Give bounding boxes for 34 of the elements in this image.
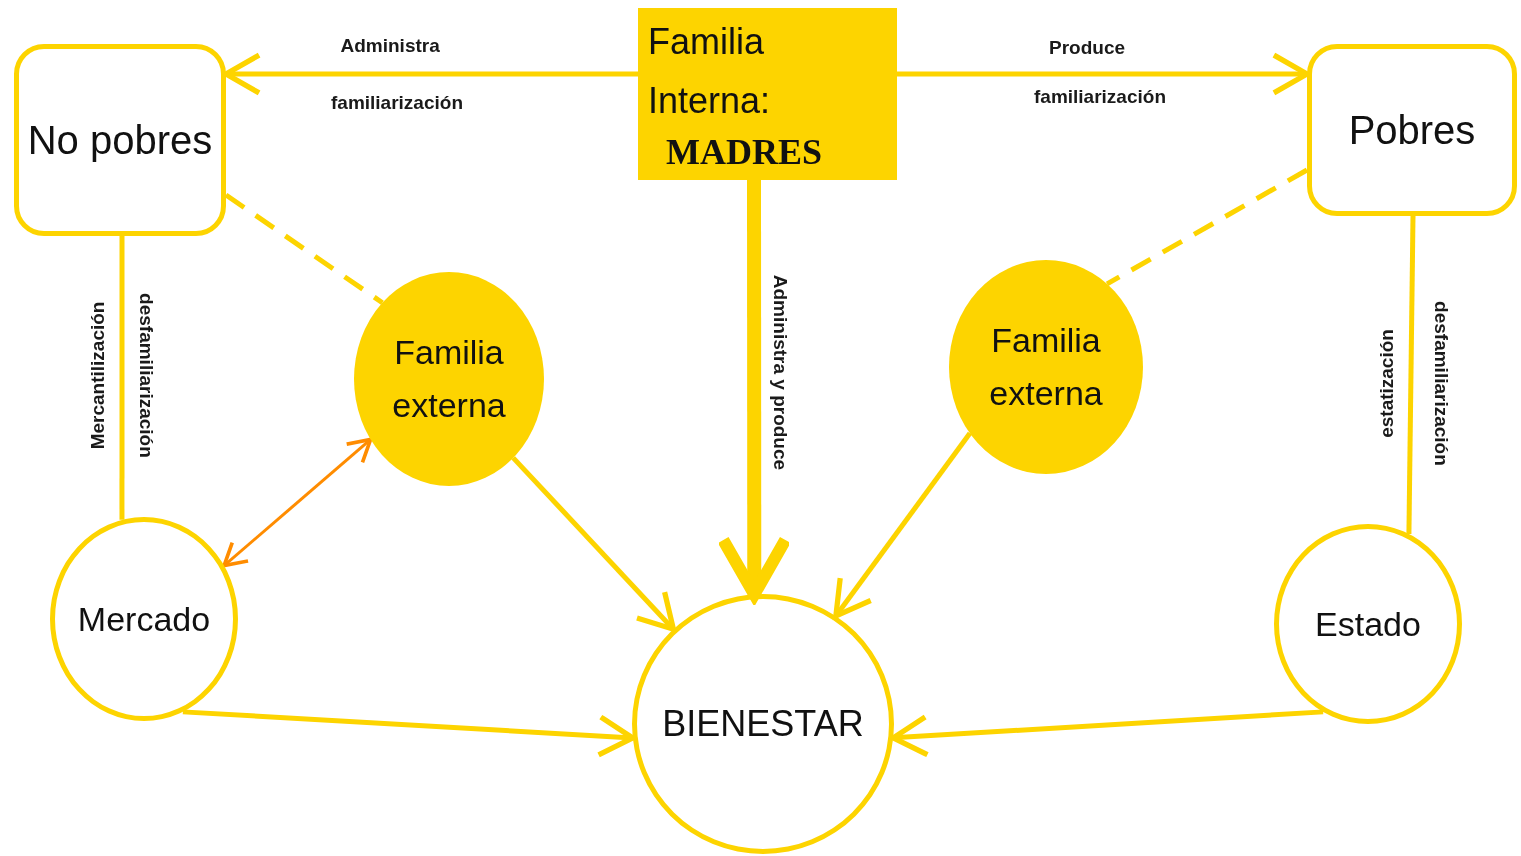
annotation-label: desfamiliarización — [134, 292, 156, 458]
node-label: Familia externa — [988, 320, 1104, 414]
edge-label: Administra — [340, 35, 440, 57]
connector-line — [1406, 215, 1416, 534]
double-arrow — [222, 437, 373, 568]
rounded-box — [14, 44, 226, 236]
node-label: No pobres — [27, 117, 213, 164]
annotation-label: familiarización — [1034, 86, 1166, 108]
dashed-line — [1105, 167, 1309, 287]
arrow — [223, 53, 638, 95]
circle — [50, 517, 238, 721]
highlight-box — [638, 8, 897, 180]
arrow — [182, 709, 636, 757]
dashed-line — [224, 192, 384, 305]
arrow — [833, 431, 972, 619]
node-label: Familia Interna: — [648, 20, 772, 124]
node-label: BIENESTAR — [662, 702, 864, 747]
annotation-label: desfamiliarización — [1429, 300, 1451, 466]
arrow — [897, 53, 1310, 95]
edge-label: estatización — [1376, 328, 1398, 438]
node-label: Familia externa — [391, 332, 507, 426]
circle — [1274, 524, 1462, 724]
arrow — [511, 456, 677, 632]
rounded-box — [1307, 44, 1517, 216]
arrow — [890, 709, 1324, 757]
annotation-label: familiarización — [331, 92, 463, 114]
node-label: Mercado — [77, 598, 211, 640]
edge-label: Produce — [1049, 37, 1126, 59]
circle — [632, 594, 894, 854]
edge-label: Mercantilización — [88, 301, 110, 449]
node-label: Pobres — [1348, 107, 1476, 154]
node-label: Estado — [1315, 603, 1421, 645]
node-label: MADRES — [665, 130, 822, 174]
connector-line — [119, 236, 125, 520]
